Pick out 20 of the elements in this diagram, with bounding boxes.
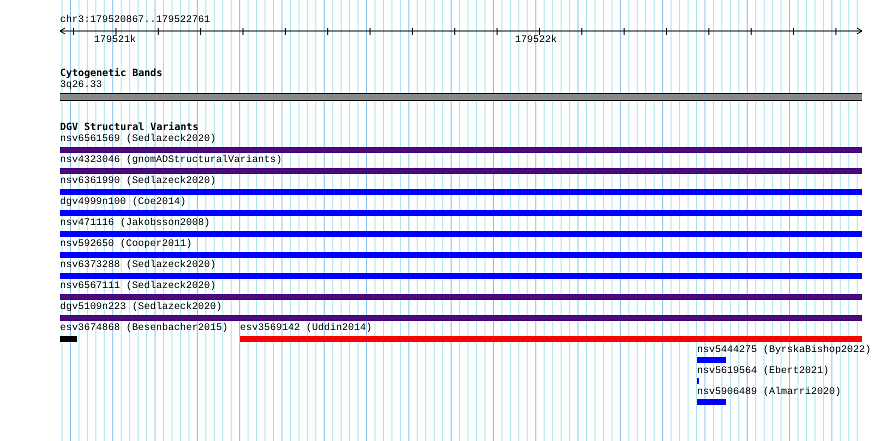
variant-label: dgv4999n100 (Coe2014) <box>60 197 186 208</box>
variant-label: nsv6373288 (Sedlazeck2020) <box>60 260 216 271</box>
track-title: Cytogenetic Bands <box>60 68 162 79</box>
variant-label: nsv4323046 (gnomADStructuralVariants) <box>60 155 282 166</box>
variant-label: esv3674868 (Besenbacher2015) <box>60 323 228 334</box>
tick-label: 179522k <box>515 35 558 46</box>
variant-label: nsv6567111 (Sedlazeck2020) <box>60 281 216 292</box>
variant-label: nsv6561569 (Sedlazeck2020) <box>60 134 216 145</box>
variant-label: nsv6361990 (Sedlazeck2020) <box>60 176 216 187</box>
variant-label: nsv5906489 (Almarri2020) <box>697 387 842 398</box>
variant-label: nsv592650 (Cooper2011) <box>60 239 192 250</box>
position-range: chr3:179520867..179522761 <box>60 15 210 26</box>
variant-label: esv3569142 (Uddin2014) <box>240 323 372 334</box>
variant-label: dgv5109n223 (Sedlazeck2020) <box>60 302 222 313</box>
track-title: DGV Structural Variants <box>60 122 198 133</box>
band-label: 3q26.33 <box>60 80 102 91</box>
variant-label: nsv471116 (Jakobsson2008) <box>60 218 210 229</box>
variant-label: nsv5444275 (ByrskaBishop2022) <box>697 345 872 356</box>
tick-label: 179521k <box>94 35 136 46</box>
variant-label: nsv5619564 (Ebert2021) <box>697 366 830 377</box>
